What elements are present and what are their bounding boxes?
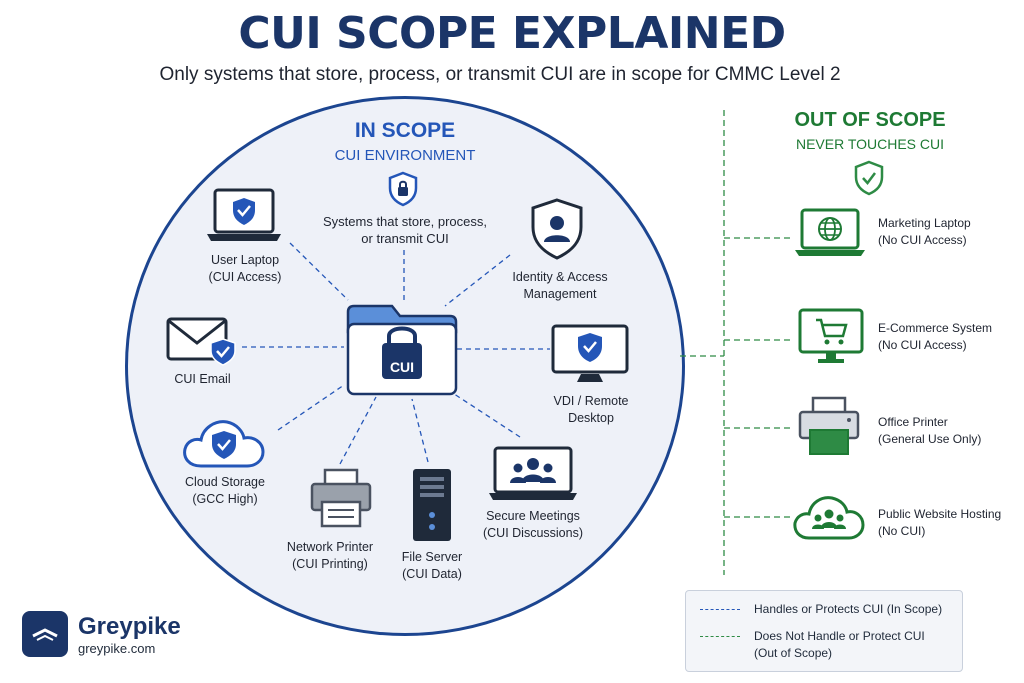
label-secure-meetings: Secure Meetings (CUI Discussions) [482, 509, 583, 540]
label-cloud-storage: Cloud Storage (GCC High) [185, 475, 265, 506]
label-cui-email: CUI Email [174, 372, 231, 386]
laptop-shield-icon [207, 188, 281, 241]
in-scope-subtitle: CUI ENVIRONMENT [334, 147, 476, 164]
printer-icon [310, 468, 372, 528]
cloud-shield-icon [183, 420, 265, 468]
cui-center-label: CUI [389, 359, 415, 375]
label-user-laptop: User Laptop (CUI Access) [208, 253, 282, 284]
monitor-shield-icon [551, 324, 629, 382]
out-scope-subtitle: NEVER TOUCHES CUI [795, 136, 945, 152]
cloud-people-icon [793, 496, 865, 540]
cart-monitor-icon [798, 308, 864, 363]
globe-laptop-icon [795, 208, 865, 256]
label-network-printer: Network Printer (CUI Printing) [286, 540, 374, 571]
out-scope-title: OUT OF SCOPE [794, 109, 946, 131]
meeting-laptop-icon [489, 446, 577, 500]
in-scope-description: Systems that store, process, or transmit… [322, 214, 487, 246]
label-vdi: VDI / Remote Desktop [553, 394, 629, 425]
page-title: CUI SCOPE EXPLAINED [238, 8, 786, 59]
check-shield-icon [854, 160, 884, 196]
legend-out-scope-swatch [700, 636, 740, 637]
label-office-printer: Office Printer (General Use Only) [878, 415, 982, 446]
server-tower-icon [413, 469, 451, 541]
legend-in-scope-swatch [700, 609, 740, 610]
lock-shield-icon [388, 171, 418, 207]
brand-url: greypike.com [78, 641, 156, 656]
envelope-shield-icon [166, 317, 236, 366]
legend-out-scope-text: Does Not Handle or Protect CUI (Out of S… [754, 629, 925, 660]
printer-icon [798, 396, 860, 455]
label-public-website: Public Website Hosting (No CUI) [878, 507, 1002, 538]
label-ecommerce: E-Commerce System (No CUI Access) [878, 321, 993, 352]
brand-logo-mark-icon [32, 628, 58, 641]
brand-name: Greypike [78, 613, 181, 640]
user-shield-icon [531, 198, 583, 260]
legend-in-scope-text: Handles or Protects CUI (In Scope) [754, 602, 943, 616]
in-scope-title: IN SCOPE [354, 119, 456, 142]
label-identity-access: Identity & Access Management [512, 270, 608, 301]
brand-logo [22, 611, 68, 657]
label-marketing-laptop: Marketing Laptop (No CUI Access) [878, 216, 971, 247]
page-subtitle: Only systems that store, process, or tra… [159, 64, 841, 85]
cui-folder-icon [346, 304, 458, 396]
legend: Handles or Protects CUI (In Scope) Does … [685, 590, 963, 672]
label-file-server: File Server (CUI Data) [401, 550, 463, 581]
